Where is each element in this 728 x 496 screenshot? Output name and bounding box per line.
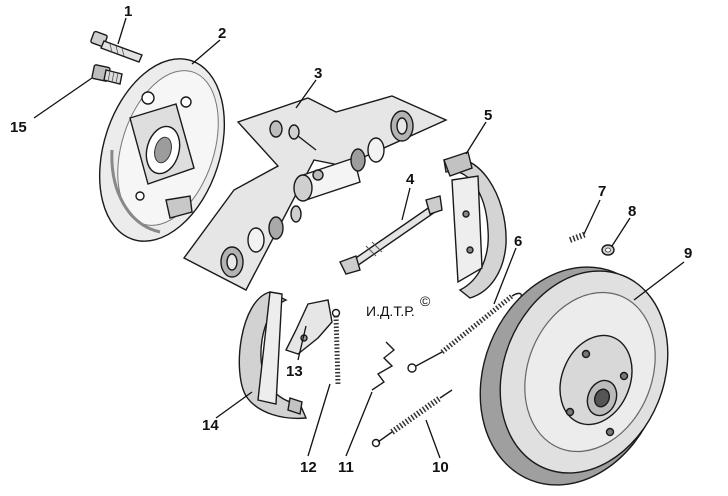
callout-8: 8 — [628, 203, 636, 220]
part-brake-drum — [479, 266, 669, 486]
part-wheel-cylinder-kit — [182, 95, 448, 291]
watermark: И.Д.Т.Р. — [366, 303, 415, 319]
callout-15: 15 — [10, 119, 27, 136]
callout-9: 9 — [684, 245, 692, 262]
callout-6: 6 — [514, 233, 522, 250]
part-brake-shoe-upper — [443, 151, 507, 299]
callout-1: 1 — [124, 3, 132, 20]
part-parking-lever — [285, 299, 333, 355]
callout-5: 5 — [484, 107, 492, 124]
leader-lines — [33, 17, 685, 459]
part-adjuster-strut — [339, 195, 443, 275]
callout-13: 13 — [286, 363, 303, 380]
callout-3: 3 — [314, 65, 322, 82]
part-backing-plate — [98, 58, 226, 242]
part-washer — [601, 244, 615, 256]
part-hold-down-spring — [331, 308, 341, 385]
callout-4: 4 — [406, 171, 415, 188]
part-wire-clip — [371, 341, 396, 391]
part-brake-shoe-lower — [238, 291, 308, 420]
callout-2: 2 — [218, 25, 226, 42]
part-bolt — [90, 30, 143, 63]
callout-11: 11 — [338, 459, 354, 476]
part-bleed-screw — [91, 64, 123, 85]
callout-10: 10 — [432, 459, 449, 476]
part-spring-lower — [371, 389, 453, 448]
part-small-spring — [568, 231, 588, 243]
callout-7: 7 — [598, 183, 606, 200]
watermark-copyright-mark: © — [420, 293, 431, 309]
callout-12: 12 — [300, 459, 317, 476]
callout-14: 14 — [202, 417, 219, 434]
